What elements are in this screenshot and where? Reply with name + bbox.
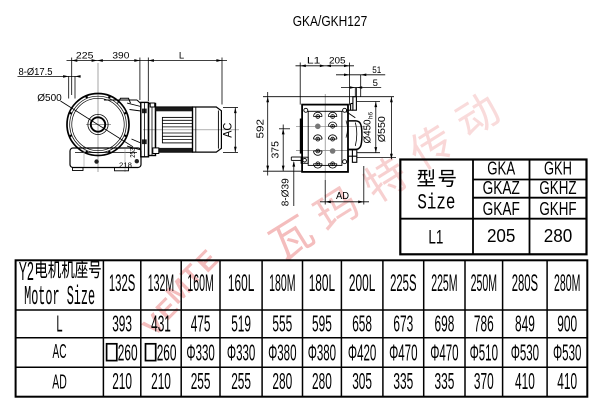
svg-text:335: 335 bbox=[393, 368, 413, 394]
svg-text:519: 519 bbox=[231, 310, 251, 336]
svg-text:GKHF: GKHF bbox=[539, 199, 576, 219]
svg-text:250M: 250M bbox=[471, 270, 497, 297]
svg-text:410: 410 bbox=[515, 368, 535, 394]
svg-text:200L: 200L bbox=[349, 270, 375, 297]
svg-text:592: 592 bbox=[255, 118, 266, 138]
svg-text:900: 900 bbox=[557, 310, 577, 336]
svg-text:8-Ø39: 8-Ø39 bbox=[281, 178, 292, 206]
svg-text:225: 225 bbox=[76, 50, 94, 61]
svg-text:Y2: Y2 bbox=[19, 256, 34, 286]
svg-text:5: 5 bbox=[373, 78, 378, 89]
svg-text:260: 260 bbox=[118, 340, 138, 366]
svg-text:Φ380: Φ380 bbox=[308, 340, 336, 366]
svg-text:AC: AC bbox=[220, 122, 234, 137]
svg-text:AC: AC bbox=[53, 340, 67, 363]
svg-text:Φ330: Φ330 bbox=[227, 340, 255, 366]
svg-text:AD: AD bbox=[336, 190, 349, 202]
svg-text:390: 390 bbox=[112, 50, 129, 61]
svg-text:Φ530: Φ530 bbox=[553, 340, 581, 366]
svg-text:658: 658 bbox=[352, 310, 372, 336]
svg-text:280M: 280M bbox=[554, 270, 580, 297]
svg-text:260: 260 bbox=[157, 340, 177, 366]
svg-text:698: 698 bbox=[435, 310, 455, 336]
svg-text:225S: 225S bbox=[390, 270, 416, 297]
svg-text:51: 51 bbox=[372, 65, 381, 76]
svg-text:280S: 280S bbox=[512, 270, 538, 297]
svg-text:L1: L1 bbox=[307, 56, 320, 67]
svg-text:L: L bbox=[179, 50, 184, 61]
svg-text:132M: 132M bbox=[148, 270, 174, 297]
svg-text:Φ380: Φ380 bbox=[268, 340, 296, 366]
svg-text:L: L bbox=[56, 310, 62, 336]
svg-text:305: 305 bbox=[352, 368, 372, 394]
svg-text:180L: 180L bbox=[309, 270, 335, 297]
svg-text:280: 280 bbox=[544, 225, 573, 246]
svg-text:GKA: GKA bbox=[487, 159, 515, 179]
svg-text:Φ330: Φ330 bbox=[186, 340, 214, 366]
svg-text:160L: 160L bbox=[228, 270, 254, 297]
svg-text:205: 205 bbox=[329, 56, 346, 67]
svg-text:280: 280 bbox=[272, 368, 292, 394]
svg-text:Φ510: Φ510 bbox=[470, 340, 498, 366]
svg-text:Ø550: Ø550 bbox=[377, 116, 388, 142]
svg-text:132S: 132S bbox=[109, 270, 135, 297]
svg-text:205: 205 bbox=[487, 225, 516, 246]
svg-text:595: 595 bbox=[312, 310, 332, 336]
svg-text:Φ470: Φ470 bbox=[389, 340, 417, 366]
svg-text:255: 255 bbox=[191, 368, 211, 394]
svg-text:Φ530: Φ530 bbox=[511, 340, 539, 366]
svg-text:431: 431 bbox=[151, 310, 171, 336]
svg-text:Φ420: Φ420 bbox=[348, 340, 376, 366]
svg-text:849: 849 bbox=[515, 310, 535, 336]
svg-text:335: 335 bbox=[435, 368, 455, 394]
svg-text:253: 253 bbox=[128, 148, 137, 158]
svg-text:210: 210 bbox=[151, 368, 171, 394]
svg-text:375: 375 bbox=[271, 141, 282, 159]
svg-text:GKAZ: GKAZ bbox=[483, 178, 520, 198]
svg-text:673: 673 bbox=[393, 310, 413, 336]
svg-text:218: 218 bbox=[119, 160, 132, 169]
svg-text:280: 280 bbox=[312, 368, 332, 394]
svg-text:255: 255 bbox=[231, 368, 251, 394]
svg-text:180M: 180M bbox=[269, 270, 295, 297]
svg-text:210: 210 bbox=[112, 368, 132, 394]
svg-text:410: 410 bbox=[557, 368, 577, 394]
svg-text:393: 393 bbox=[112, 310, 132, 336]
svg-text:GKH: GKH bbox=[544, 159, 572, 179]
svg-text:h6: h6 bbox=[367, 112, 374, 119]
svg-text:Motor Size: Motor Size bbox=[24, 282, 95, 312]
svg-text:Ø500: Ø500 bbox=[37, 92, 62, 104]
svg-text:GKA/GKH127: GKA/GKH127 bbox=[293, 14, 368, 30]
svg-text:L1: L1 bbox=[428, 227, 443, 249]
svg-text:Ø450: Ø450 bbox=[362, 119, 373, 143]
svg-text:225M: 225M bbox=[431, 270, 457, 297]
svg-text:Size: Size bbox=[417, 190, 455, 215]
svg-text:475: 475 bbox=[191, 310, 211, 336]
svg-text:555: 555 bbox=[272, 310, 292, 336]
svg-text:AD: AD bbox=[52, 371, 67, 394]
svg-text:GKAF: GKAF bbox=[483, 199, 520, 219]
svg-text:Φ470: Φ470 bbox=[430, 340, 458, 366]
svg-text:8-Ø17.5: 8-Ø17.5 bbox=[19, 67, 53, 78]
svg-text:370: 370 bbox=[474, 368, 494, 394]
svg-text:786: 786 bbox=[474, 310, 494, 336]
svg-text:160M: 160M bbox=[187, 270, 213, 297]
svg-text:GKHZ: GKHZ bbox=[539, 178, 576, 198]
